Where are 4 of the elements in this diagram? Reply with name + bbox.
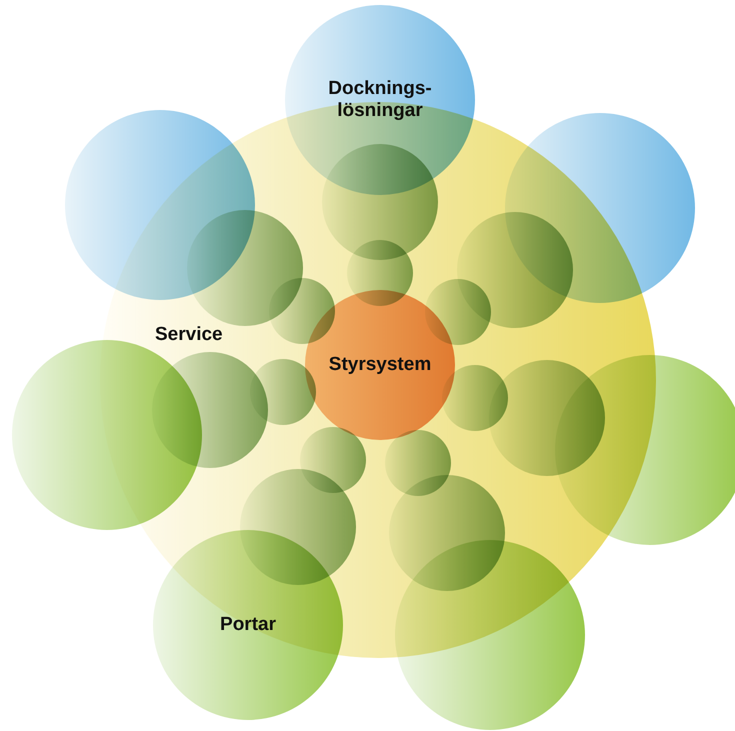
- group-label: Service: [155, 324, 223, 346]
- circle-label: Styrsystem: [328, 354, 432, 376]
- circle-label: Docknings- lösningar: [327, 78, 433, 122]
- circle-label: Portar: [219, 614, 277, 636]
